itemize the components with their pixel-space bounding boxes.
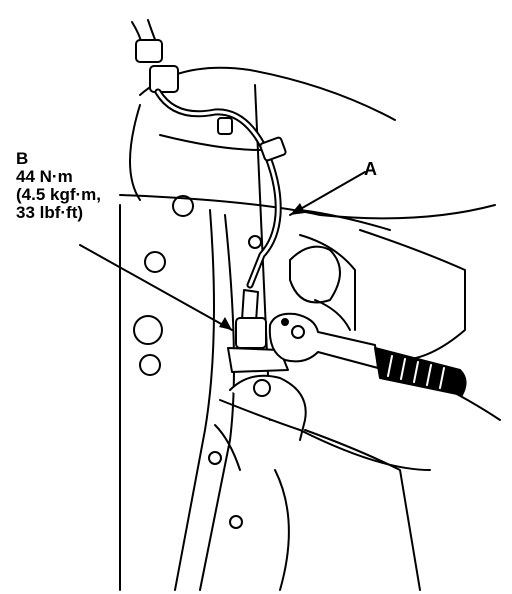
oxygen-sensor xyxy=(227,317,289,373)
torque-nm: 44 N·m xyxy=(16,167,73,186)
torque-kgf: (4.5 kgf·m, xyxy=(16,185,102,204)
callout-b-block: B 44 N·m (4.5 kgf·m, 33 lbf·ft) xyxy=(16,150,101,222)
callout-a-label: A xyxy=(364,159,377,179)
sensor-wire-harness xyxy=(131,19,287,323)
socket-wrench xyxy=(268,312,467,396)
callout-b-label: B xyxy=(16,149,29,168)
torque-lbf: 33 lbf·ft) xyxy=(16,203,84,222)
callout-leaders xyxy=(79,171,366,331)
exhaust-manifold xyxy=(214,374,431,471)
